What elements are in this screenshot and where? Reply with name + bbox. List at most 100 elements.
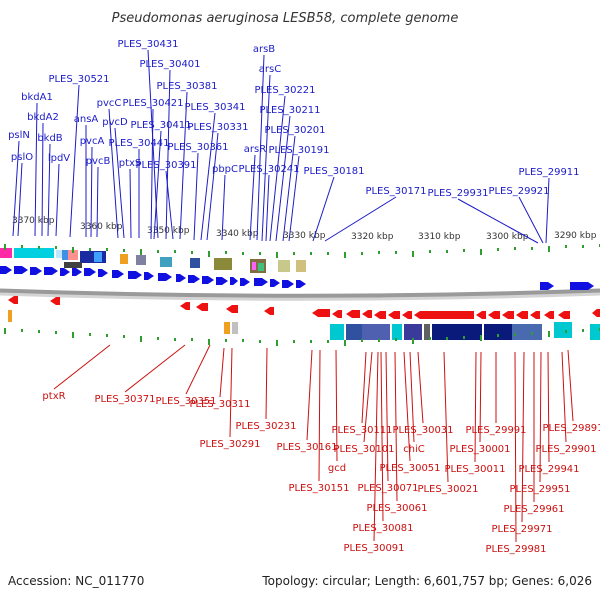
tick-mark [293, 340, 295, 343]
tick-mark [463, 249, 465, 252]
gene-label[interactable]: PLES_30521 [48, 74, 109, 85]
gene-label[interactable]: PLES_29991 [465, 425, 526, 436]
gene-label[interactable]: lpdV [48, 153, 70, 164]
leader-line [114, 127, 125, 239]
tick-mark [310, 340, 312, 343]
leader-line [219, 347, 225, 398]
tick-mark [38, 330, 40, 333]
tick-mark [310, 252, 312, 255]
gene-label[interactable]: bkdB [37, 133, 62, 144]
gene-label[interactable]: PLES_29901 [535, 444, 596, 455]
gene-label[interactable]: arsC [259, 64, 281, 75]
gene-label[interactable]: PLES_30191 [268, 145, 329, 156]
gene-label[interactable]: arsB [253, 44, 275, 55]
forward-gene-arrow [98, 269, 108, 277]
kbp-label: 3360 kbp [80, 222, 123, 232]
forward-gene-arrow [240, 278, 250, 286]
leader-line [96, 166, 99, 238]
gene-label[interactable]: chiC [403, 444, 425, 455]
gene-label[interactable]: pbpC [212, 164, 238, 175]
gene-label[interactable]: pvcD [102, 117, 128, 128]
gene-label[interactable]: PLES_29911 [518, 167, 579, 178]
gene-label[interactable]: PLES_30311 [189, 399, 250, 410]
gene-label[interactable]: PLES_30341 [184, 102, 245, 113]
gene-label[interactable]: PLES_30151 [288, 483, 349, 494]
gene-label[interactable]: PLES_30411 [130, 120, 191, 131]
gene-label[interactable]: PLES_30171 [365, 186, 426, 197]
gene-label[interactable]: ansA [74, 114, 99, 125]
gene-label[interactable]: PLES_29961 [503, 504, 564, 515]
reverse-gene-arrow [312, 309, 330, 317]
gene-label[interactable]: PLES_30241 [238, 164, 299, 175]
tick-mark [72, 332, 74, 338]
forward-gene-arrow [128, 271, 142, 279]
tick-mark [514, 247, 516, 250]
gene-label[interactable]: pslO [11, 152, 33, 163]
gene-label[interactable]: pvcC [97, 98, 122, 109]
kbp-label: 3300 kbp [486, 232, 529, 242]
gene-label[interactable]: PLES_30201 [264, 125, 325, 136]
gene-label[interactable]: PLES_30031 [392, 425, 453, 436]
forward-gene-arrow [176, 274, 186, 282]
gene-label[interactable]: PLES_30181 [303, 166, 364, 177]
leader-line [545, 177, 550, 244]
gene-label[interactable]: PLES_30021 [417, 484, 478, 495]
tick-mark [412, 251, 414, 257]
gene-label[interactable]: PLES_29951 [509, 484, 570, 495]
gene-label[interactable]: PLES_30361 [167, 142, 228, 153]
gene-label[interactable]: bkdA1 [21, 92, 53, 103]
gene-label[interactable]: PLES_29941 [518, 464, 579, 475]
gene-label[interactable]: PLES_30051 [379, 463, 440, 474]
gene-label[interactable]: PLES_30441 [108, 138, 169, 149]
gene-label[interactable]: PLES_30211 [259, 105, 320, 116]
gene-label[interactable]: PLES_30401 [139, 59, 200, 70]
gene-label[interactable]: PLES_30081 [352, 523, 413, 534]
gene-label[interactable]: PLES_30371 [94, 394, 155, 405]
gene-label[interactable]: PLES_30291 [199, 439, 260, 450]
gene-label[interactable]: PLES_30331 [187, 122, 248, 133]
gene-label[interactable]: PLES_30221 [254, 85, 315, 96]
gene-label[interactable]: PLES_30091 [343, 543, 404, 554]
leader-line [363, 351, 373, 443]
gene-label[interactable]: PLES_29921 [488, 186, 549, 197]
gene-label[interactable]: PLES_30161 [276, 442, 337, 453]
tick-mark [276, 252, 278, 258]
gene-label[interactable]: PLES_30001 [449, 444, 510, 455]
gene-label[interactable]: PLES_30351 [155, 396, 216, 407]
gene-label[interactable]: PLES_30231 [235, 421, 296, 432]
gene-label[interactable]: PLES_29891 [542, 423, 600, 434]
gene-label[interactable]: PLES_30011 [444, 464, 505, 475]
gene-label[interactable]: PLES_29971 [491, 524, 552, 535]
gene-label[interactable]: pvcA [80, 136, 105, 147]
gene-label[interactable]: PLES_29931 [427, 188, 488, 199]
gene-label[interactable]: PLES_30101 [333, 444, 394, 455]
gene-label[interactable]: gcd [328, 463, 346, 474]
tick-mark [225, 251, 227, 254]
gene-label[interactable]: ptxR [42, 391, 65, 402]
gene-label[interactable]: PLES_30431 [117, 39, 178, 50]
gene-label[interactable]: ptxS [119, 158, 142, 169]
tick-mark [378, 339, 380, 342]
gene-label[interactable]: PLES_30071 [357, 483, 418, 494]
feature-block [160, 257, 172, 267]
tick-mark [208, 251, 210, 257]
gene-label[interactable]: pvcB [86, 156, 111, 167]
gene-label[interactable]: PLES_30061 [366, 503, 427, 514]
leader-line [474, 351, 477, 463]
gene-label[interactable]: PLES_30391 [135, 160, 196, 171]
gene-label[interactable]: PLES_29981 [485, 544, 546, 555]
leader-line [90, 146, 93, 238]
gene-label[interactable]: PLES_30421 [122, 98, 183, 109]
gene-label[interactable]: arsR [244, 144, 266, 155]
tick-mark [4, 328, 6, 334]
feature-block [68, 250, 78, 260]
feature-block [432, 324, 482, 340]
gene-label[interactable]: PLES_30381 [156, 81, 217, 92]
leader-line [150, 108, 154, 240]
forward-gene-arrow [202, 276, 214, 284]
gene-label[interactable]: bkdA2 [27, 112, 59, 123]
gene-label[interactable]: PLES_30111 [331, 425, 392, 436]
gene-label[interactable]: pslN [8, 130, 30, 141]
tick-mark [480, 249, 482, 255]
leader-line [394, 351, 398, 502]
